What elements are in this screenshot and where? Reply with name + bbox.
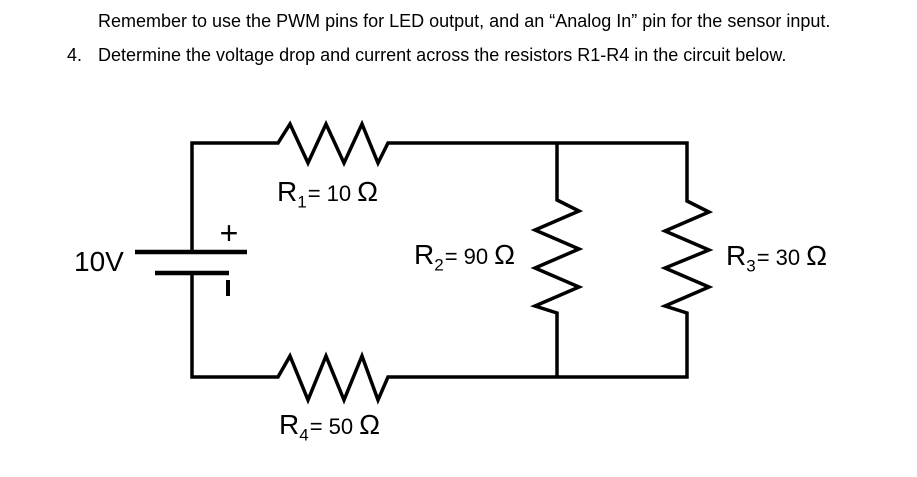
resistor-name: R xyxy=(414,239,435,270)
resistor-subscript: 3 xyxy=(746,256,756,276)
battery-minus-icon xyxy=(226,280,230,296)
resistor-subscript: 1 xyxy=(297,192,307,212)
battery-plus-label: + xyxy=(219,214,239,251)
circuit-middle-branch-wire xyxy=(530,143,584,377)
question-number: 4. xyxy=(67,45,83,65)
resistor-unit: Ω xyxy=(806,240,828,271)
resistor-unit: Ω xyxy=(494,239,516,270)
circuit-outer-loop-wire xyxy=(190,119,714,405)
resistor-unit: Ω xyxy=(357,176,379,207)
resistor-value: = 10 xyxy=(307,181,352,206)
resistor-name: R xyxy=(279,409,300,440)
resistor-unit: Ω xyxy=(359,409,381,440)
question-text: Determine the voltage drop and current a… xyxy=(98,45,787,65)
resistor-subscript: 2 xyxy=(434,255,444,275)
resistor-value: = 90 xyxy=(444,244,489,269)
resistor-subscript: 4 xyxy=(299,425,309,445)
battery-voltage-label: 10V xyxy=(74,246,124,277)
instruction-text: Remember to use the PWM pins for LED out… xyxy=(98,11,831,31)
resistor-value: = 50 xyxy=(309,414,354,439)
resistor-value: = 30 xyxy=(756,245,801,270)
resistor-name: R xyxy=(726,240,747,271)
resistor-name: R xyxy=(277,176,298,207)
